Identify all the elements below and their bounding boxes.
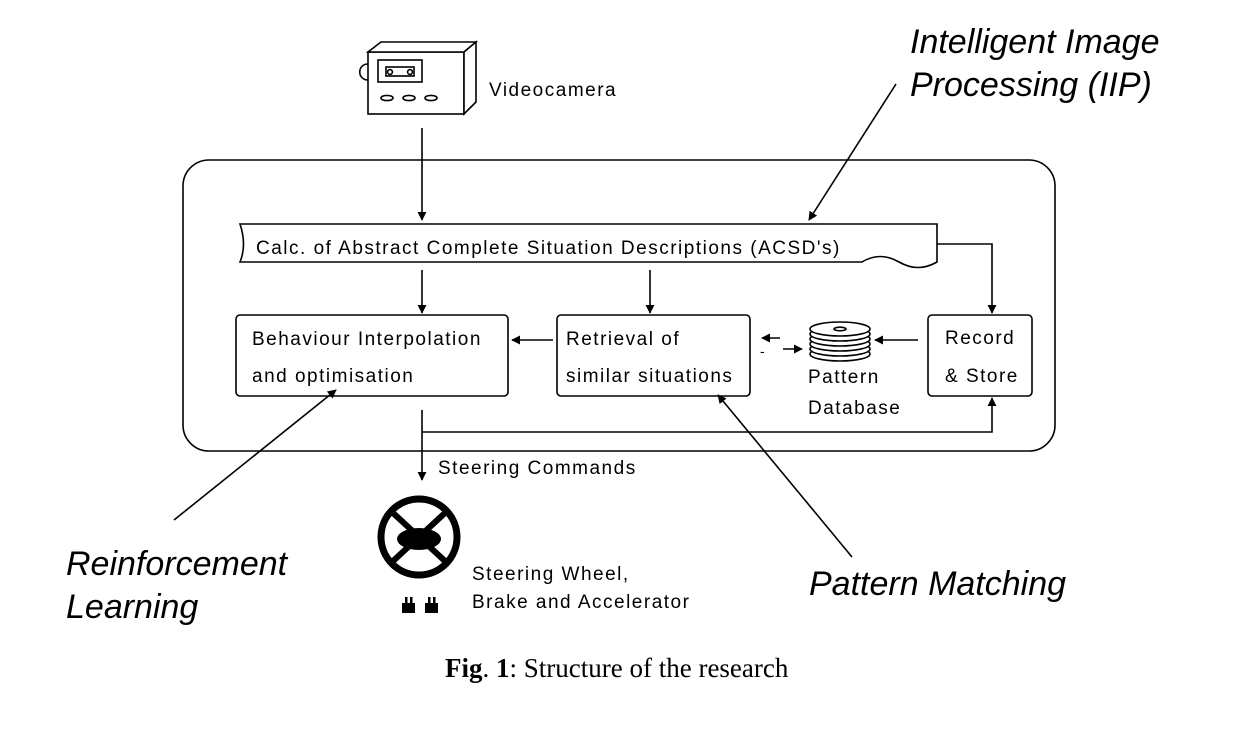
record-label-line2: & Store: [945, 366, 1019, 387]
iip-annotation-line2: Processing (IIP): [910, 66, 1152, 104]
videocamera-label: Videocamera: [489, 80, 617, 101]
steering-wheel-icon: [377, 495, 461, 579]
retrieval-label-line2: similar situations: [566, 366, 733, 387]
wheel-label-line2: Brake and Accelerator: [472, 592, 690, 613]
acsd-label: Calc. of Abstract Complete Situation Des…: [256, 238, 841, 259]
retrieval-label-line1: Retrieval of: [566, 329, 680, 350]
system-boundary: [182, 159, 1056, 452]
behaviour-label-line1: Behaviour Interpolation: [252, 329, 482, 350]
caption-number: 1: [496, 653, 510, 683]
pedals-icon: [402, 597, 438, 613]
record-store-box: [927, 314, 1033, 397]
rl-annotation-line1: Reinforcement: [66, 545, 289, 583]
arrow-acsd-to-record: [937, 243, 997, 314]
rl-annotation-line2: Learning: [66, 588, 198, 626]
behaviour-box: [235, 314, 509, 397]
iip-annotation-line1: Intelligent Image: [910, 23, 1160, 61]
arrow-feedback-to-record: [422, 397, 997, 433]
steering-commands-label: Steering Commands: [438, 458, 637, 479]
record-label-line1: Record: [945, 328, 1015, 349]
retrieval-box: [556, 314, 751, 397]
minus-mark: -: [760, 343, 766, 359]
rl-pointer: [173, 389, 337, 521]
wheel-label-line1: Steering Wheel,: [472, 564, 630, 585]
pattern-db-label-line2: Database: [808, 398, 901, 419]
caption-prefix: Fig: [445, 653, 483, 683]
pattern-matching-annotation: Pattern Matching: [809, 565, 1066, 603]
iip-pointer: [808, 83, 897, 221]
videocamera-icon: [358, 40, 479, 116]
acsd-box: [238, 223, 938, 269]
behaviour-label-line2: and optimisation: [252, 366, 414, 387]
database-icon: [809, 321, 871, 362]
caption-text: : Structure of the research: [510, 653, 789, 683]
pattern-matching-pointer: [717, 394, 853, 558]
pattern-db-label-line1: Pattern: [808, 367, 880, 388]
figure-caption: Fig. 1: Structure of the research: [445, 653, 789, 683]
